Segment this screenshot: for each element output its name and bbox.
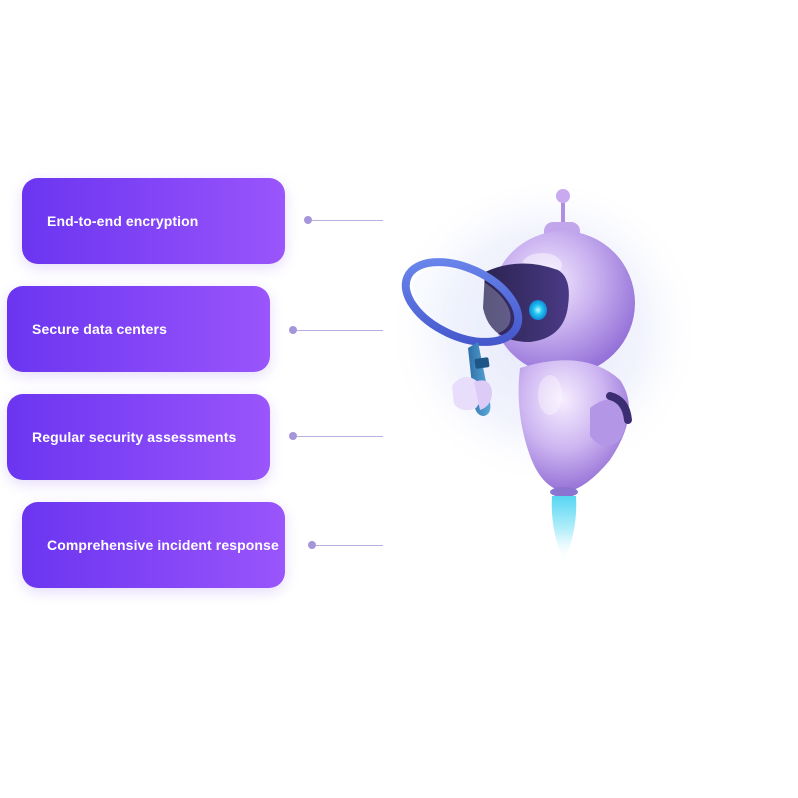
feature-label: Secure data centers (32, 321, 167, 337)
feature-card-incident-response: Comprehensive incident response (22, 502, 285, 588)
connector-line (289, 431, 383, 441)
connector-dot (289, 432, 297, 440)
robot-with-magnifying-glass-icon (380, 170, 700, 590)
connector-line (289, 325, 383, 335)
connector-dot (304, 216, 312, 224)
feature-card-end-to-end-encryption: End-to-end encryption (22, 178, 285, 264)
connector-dot (289, 326, 297, 334)
connector-dot (308, 541, 316, 549)
feature-card-secure-data-centers: Secure data centers (7, 286, 270, 372)
feature-label: End-to-end encryption (47, 213, 199, 229)
feature-label: Comprehensive incident response (47, 537, 279, 553)
feature-label: Regular security assessments (32, 429, 237, 445)
connector-line (308, 540, 383, 550)
connector-line (304, 215, 383, 225)
feature-card-security-assessments: Regular security assessments (7, 394, 270, 480)
